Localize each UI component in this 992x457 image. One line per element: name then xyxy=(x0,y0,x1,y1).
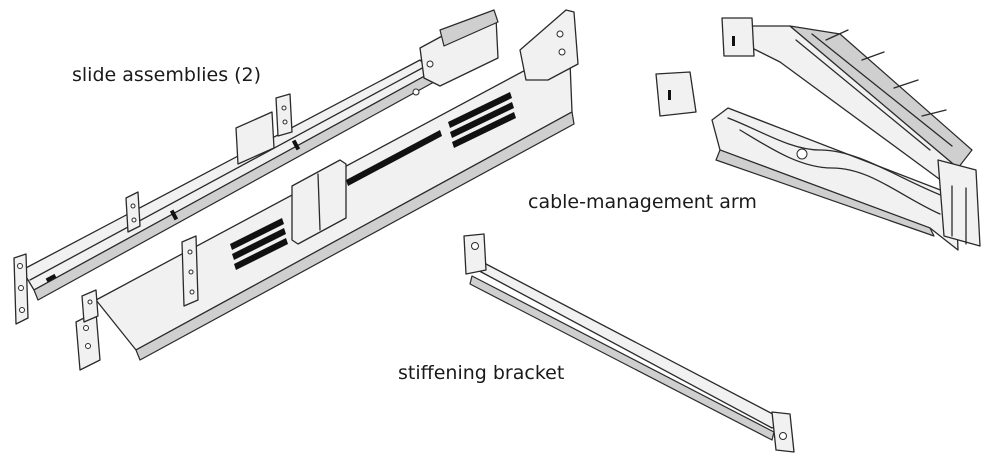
label-stiffening-bracket: stiffening bracket xyxy=(398,362,564,384)
label-cable-management-arm: cable-management arm xyxy=(528,191,757,213)
arm-hinge-top xyxy=(722,18,754,56)
arm-hinge-left xyxy=(656,72,696,116)
bracket-left-tab xyxy=(464,234,486,274)
cable-management-arm xyxy=(656,18,980,250)
arm-hinge-right xyxy=(938,160,980,246)
stiffening-bracket xyxy=(464,234,794,452)
label-slide-assemblies: slide assemblies (2) xyxy=(72,64,261,86)
